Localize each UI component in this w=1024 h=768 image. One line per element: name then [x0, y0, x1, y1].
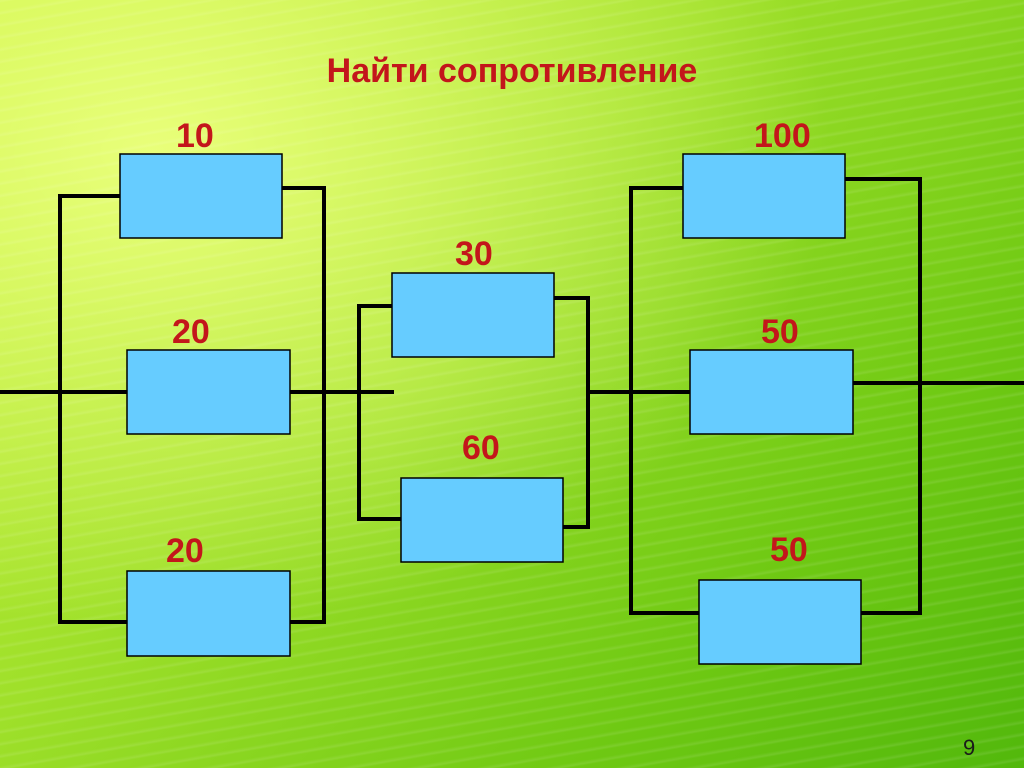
- resistor-r6: [682, 153, 846, 239]
- resistor-r5-label: 60: [462, 429, 500, 467]
- resistor-r1-label: 10: [176, 117, 214, 155]
- block1-left-rail: [58, 194, 129, 624]
- slide-title: Найти сопротивление: [326, 52, 698, 90]
- resistor-r7-label: 50: [761, 313, 799, 351]
- resistor-r5: [400, 477, 564, 563]
- resistor-r4-label: 30: [455, 235, 493, 273]
- resistor-r4: [391, 272, 555, 358]
- resistor-r8-label: 50: [770, 531, 808, 569]
- resistor-r8: [698, 579, 862, 665]
- resistor-r7: [689, 349, 854, 435]
- resistor-r2: [126, 349, 291, 435]
- resistor-r3-label: 20: [166, 532, 204, 570]
- block3-right-rail: [843, 177, 922, 615]
- page-number: 9: [963, 735, 976, 760]
- block2-left-rail: [357, 304, 403, 521]
- resistor-r2-label: 20: [172, 313, 210, 351]
- block3-left-rail: [629, 186, 701, 615]
- block1-right-rail: [280, 186, 326, 624]
- resistor-r6-label: 100: [754, 117, 811, 155]
- resistor-r1: [119, 153, 283, 239]
- block2-right-rail: [552, 296, 590, 529]
- resistor-r3: [126, 570, 291, 657]
